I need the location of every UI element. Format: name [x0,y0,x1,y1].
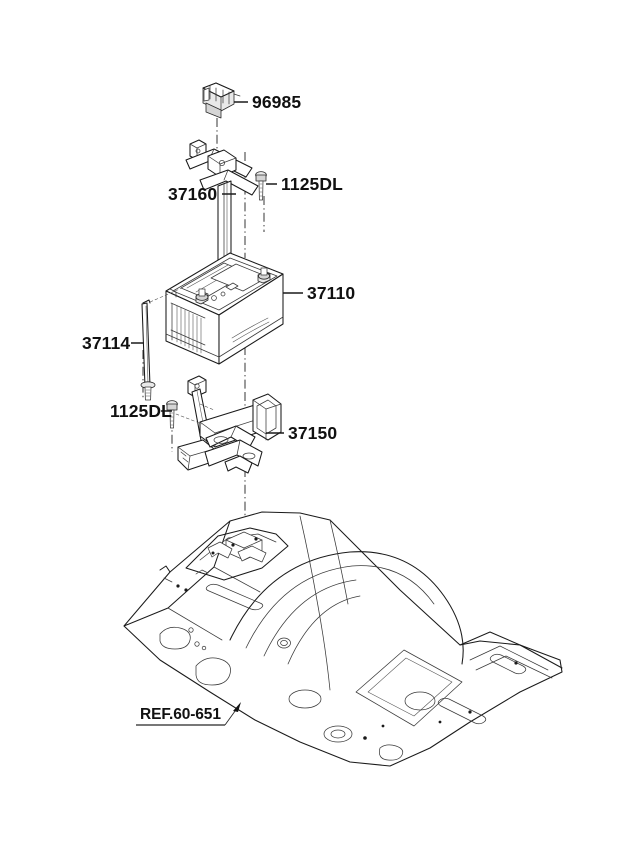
part-37114-hold-down-rod[interactable] [140,287,183,401]
reference-callout: REF.60-651 [136,702,241,726]
part-96985-terminal-cover[interactable] [202,82,241,119]
callout-label-37160: 37160 [168,184,217,204]
callout-label-37150: 37150 [288,423,337,443]
callout-label-96985: 96985 [252,92,301,112]
callout-label-1125dl-lower: 1125DL [110,401,172,421]
callout-leaders [131,101,303,434]
callout-label-37110: 37110 [307,283,355,303]
reference-label: REF.60-651 [140,706,221,723]
part-1125dl-bolt-upper[interactable] [255,171,267,201]
rear-floor-pan[interactable] [123,511,563,767]
part-37150-battery-tray[interactable] [175,375,282,474]
part-1125dl-bolt-lower[interactable] [166,400,178,429]
part-37110-battery[interactable] [165,252,284,365]
callout-label-37114: 37114 [82,333,130,353]
callout-label-1125dl-upper: 1125DL [281,174,343,194]
